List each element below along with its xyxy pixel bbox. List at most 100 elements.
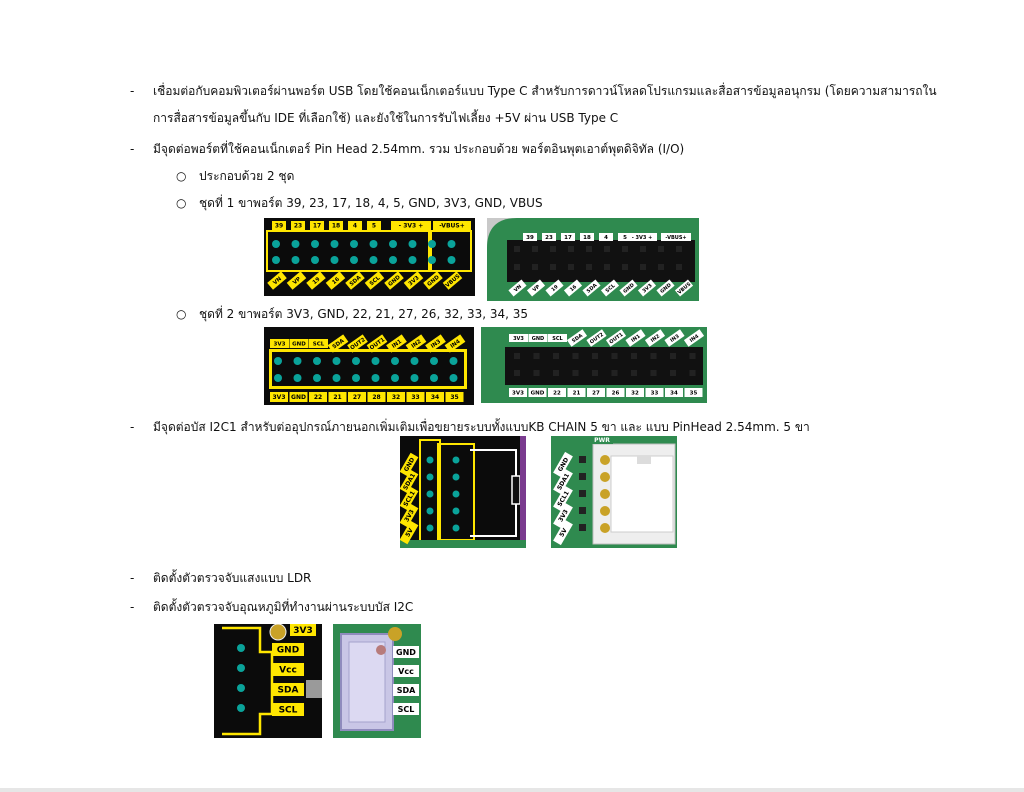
pin-label-text: 5 [372, 223, 376, 230]
header-pin [311, 256, 319, 264]
top-pin-label: 23 [291, 221, 305, 230]
top-pin-label: GND [289, 339, 309, 348]
top-pin-label: IN2 [405, 334, 427, 353]
temp-pin [237, 684, 245, 692]
pin-label-text: -VBUS+ [665, 235, 686, 241]
header-pin [447, 256, 456, 264]
header-pin [650, 353, 657, 359]
bullet-i2c-bus: มีจุดต่อบัส I2C1 สำหรับต่ออุปกรณ์ภายนอกเ… [153, 420, 810, 434]
sub-bullet-set2: ชุดที่ 2 ขาพอร์ต 3V3, GND, 22, 21, 27, 2… [199, 307, 529, 321]
top-pin-label: GND [528, 334, 548, 342]
bottom-pin-label: 32 [387, 392, 405, 402]
pin-label-text: SCL [605, 282, 617, 294]
bottom-pin-label: 34 [665, 388, 683, 397]
bottom-pin-label: 27 [587, 388, 605, 397]
header-pin [670, 353, 676, 359]
top-pin-label: SCL [548, 334, 567, 342]
top-pin-label: 3V3 [509, 334, 528, 342]
pin-label-text: 33 [651, 390, 659, 396]
bottom-pin-label: 21 [567, 388, 586, 397]
temp-top-label: 3V3 [290, 624, 316, 636]
pin-label-text: SDA [397, 686, 416, 695]
bottom-pin-label: 16 [563, 279, 583, 297]
bottom-pin-label: 3V3 [270, 392, 288, 402]
i2c-pin [579, 490, 586, 497]
pin-label-text: IN4 [450, 339, 462, 350]
pin-label-text: Vcc [279, 666, 297, 676]
header-pin [428, 256, 436, 264]
top-pin-label: 5 [618, 233, 632, 241]
top-pin-label: 39 [272, 221, 286, 230]
top-pin-label: IN1 [625, 329, 646, 347]
header-pin [622, 264, 628, 270]
header-pin [514, 264, 520, 270]
i2c-pin [426, 524, 434, 532]
pin-label-text: 5 [623, 235, 627, 241]
header-pin [568, 246, 574, 252]
header-pin [293, 374, 302, 382]
pin-label-text: 39 [275, 223, 283, 230]
header-pin [350, 240, 358, 248]
header-pin [640, 246, 646, 252]
sub-bullet-set1: ชุดที่ 1 ขาพอร์ต 39, 23, 17, 18, 4, 5, G… [199, 196, 543, 210]
pin-label-text: 32 [392, 394, 400, 401]
bullet-usb-line2: การสื่อสารข้อมูลขึ้นกับ IDE ที่เลือกใช้)… [153, 111, 619, 125]
header-pin [572, 370, 579, 376]
i2c-pin [452, 524, 460, 532]
bottom-pin-label: GND [528, 388, 547, 397]
header-pin [604, 264, 610, 270]
pin-label-text: 21 [333, 394, 341, 401]
bottom-pin-label: 3V3 [637, 279, 657, 297]
header-pin [410, 357, 419, 365]
pin-label-text: 3V3 [641, 283, 654, 295]
header-pin [586, 264, 592, 270]
bottom-pin-label: GND [289, 392, 308, 402]
header-pin [371, 374, 380, 382]
header-pin [447, 240, 456, 248]
pin-label-text: IN1 [630, 333, 642, 344]
pin-label-text: 18 [583, 235, 591, 241]
header-pin [352, 374, 360, 382]
i2c-pin [426, 473, 434, 481]
pin-label-text: IN2 [411, 339, 423, 350]
pin-label-text: 3V3 [513, 336, 524, 342]
top-pin-label: 18 [329, 221, 343, 230]
header-pin [449, 374, 458, 382]
pin-label-text: 3V3 [274, 341, 286, 347]
bottom-pin-label: 3V3 [509, 388, 527, 397]
pin-label-text: SDA [571, 333, 584, 345]
bullet-ldr: ติดตั้งตัวตรวจจับแสงแบบ LDR [153, 571, 312, 585]
header-pin [350, 256, 358, 264]
bottom-pin-label: 27 [348, 392, 366, 402]
header-pin [274, 357, 282, 365]
sub-bullet-circle: ○ [176, 307, 187, 321]
bottom-pin-label: 34 [426, 392, 444, 402]
header-pin [391, 374, 399, 382]
pin-label-text: 28 [372, 394, 380, 401]
pin-label-text: 4 [604, 235, 608, 241]
top-pin-label: 39 [523, 233, 537, 241]
pin-label-text: 19 [550, 284, 560, 293]
top-pin-label: 4 [348, 221, 362, 230]
header-pin [553, 353, 559, 359]
top-pin-label: IN3 [664, 329, 685, 347]
i2c-pin [579, 473, 586, 480]
bottom-pin-label: VP [286, 271, 307, 290]
pin-label-text: IN4 [689, 333, 701, 344]
header-pin [371, 357, 380, 365]
pin-label-text: 34 [431, 394, 439, 401]
pin-label-text: IN3 [669, 333, 681, 344]
sub-bullet-circle: ○ [176, 169, 187, 183]
pin-label-text: SCL [279, 706, 298, 716]
pin-label-text: 26 [612, 390, 620, 396]
top-pin-label: 23 [542, 233, 556, 241]
bullet-dash: - [130, 84, 135, 98]
top-pin-label: 5 [367, 221, 381, 230]
bullet-dash: - [130, 142, 135, 156]
pin-label-text: GND [532, 336, 544, 342]
i2c-pin [452, 507, 460, 515]
bottom-pin-label: 21 [328, 392, 347, 402]
header-pin [689, 353, 696, 359]
